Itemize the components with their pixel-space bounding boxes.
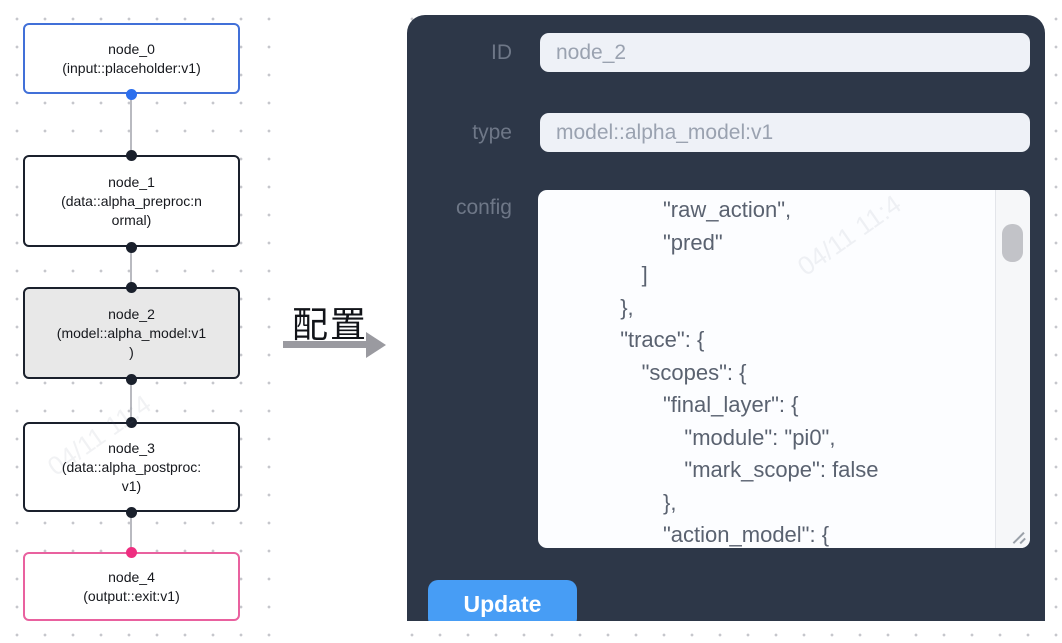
type-field-label: type	[472, 120, 512, 144]
type-input-value: model::alpha_model:v1	[556, 120, 774, 144]
panel-canvas: ID node_2 type model::alpha_model:v1 con…	[390, 0, 1062, 643]
flow-node-node1[interactable]: node_1 (data::alpha_preproc:n ormal)	[23, 155, 240, 247]
type-input[interactable]: model::alpha_model:v1	[540, 113, 1030, 152]
handle-node0-bottom[interactable]	[126, 88, 137, 100]
edge-node2-node3	[130, 379, 132, 422]
flow-node-node2-selected[interactable]: node_2 (model::alpha_model:v1 )	[23, 287, 240, 379]
handle-node3-top[interactable]	[126, 416, 137, 428]
config-annotation-label: 配置	[291, 304, 368, 345]
resize-grip-icon[interactable]	[1011, 529, 1027, 545]
id-field-label: ID	[491, 40, 512, 64]
scrollbar-thumb[interactable]	[1002, 224, 1023, 262]
config-field-label: config	[455, 196, 512, 219]
node-type-label: (output::exit:v1)	[83, 587, 180, 604]
edge-node3-node4	[130, 512, 132, 552]
node-config-panel: ID node_2 type model::alpha_model:v1 con…	[407, 15, 1045, 621]
config-textarea[interactable]: "raw_action","pred"]},"trace": {"scopes"…	[538, 190, 1030, 548]
node-type-label: (data::alpha_preproc:n	[61, 192, 202, 209]
handle-node3-bottom[interactable]	[126, 506, 137, 518]
flow-node-node4[interactable]: node_4 (output::exit:v1)	[23, 552, 240, 621]
node-type-label: ormal)	[111, 211, 152, 228]
node-title: node_0	[108, 40, 155, 57]
update-button-label: Update	[463, 590, 542, 617]
id-input-value: node_2	[556, 40, 627, 64]
node-title: node_1	[108, 173, 155, 190]
node-type-label: (data::alpha_postproc:	[61, 458, 202, 475]
config-arrow	[283, 341, 368, 348]
flow-node-node3[interactable]: node_3 (data::alpha_postproc: v1)	[23, 422, 240, 512]
node-type-label: (input::placeholder:v1)	[62, 59, 201, 76]
id-input[interactable]: node_2	[540, 33, 1030, 72]
update-button[interactable]: Update	[428, 580, 577, 621]
handle-node1-top[interactable]	[126, 149, 137, 161]
flow-canvas[interactable]: node_0 (input::placeholder:v1) node_1 (d…	[0, 0, 283, 643]
config-arrow-head	[366, 331, 386, 358]
node-title: node_4	[108, 568, 155, 585]
handle-node2-bottom[interactable]	[126, 373, 137, 385]
flow-node-node0[interactable]: node_0 (input::placeholder:v1)	[23, 23, 240, 94]
handle-node4-top[interactable]	[126, 546, 137, 558]
edge-node1-node2	[130, 247, 132, 287]
node-type-label: (model::alpha_model:v1	[56, 324, 207, 341]
config-json-content: "raw_action","pred"]},"trace": {"scopes"…	[620, 197, 879, 547]
handle-node2-top[interactable]	[126, 281, 137, 293]
node-title: node_2	[108, 305, 155, 322]
edge-node0-node1	[130, 94, 132, 155]
handle-node1-bottom[interactable]	[126, 241, 137, 253]
node-type-label: v1)	[121, 477, 142, 494]
node-title: node_3	[108, 439, 155, 456]
node-type-label: )	[129, 343, 134, 360]
